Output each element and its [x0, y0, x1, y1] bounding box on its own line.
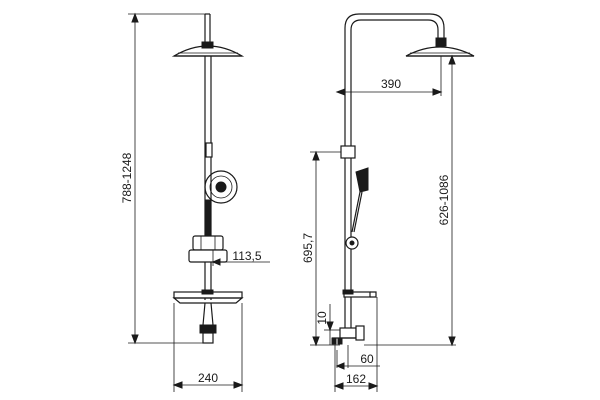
dim-head-height-label: 626-1086: [437, 174, 451, 225]
rain-shower-head-side: [405, 37, 475, 57]
hand-shower: [204, 170, 238, 237]
dim-head-reach-label: 390: [381, 77, 401, 91]
dim-base-width-label: 240: [198, 371, 218, 385]
slider-holder-side: [345, 236, 359, 250]
dim-holder-offset-label: 113,5: [232, 249, 261, 263]
rain-shower-head: [171, 41, 245, 57]
dim-overall-height-label: 788-1248: [120, 152, 134, 203]
side-view: [310, 13, 475, 392]
front-view: [128, 12, 270, 392]
curved-arm: [344, 13, 445, 150]
mixer-side: [331, 325, 365, 345]
mixer-inlet: [199, 302, 217, 344]
dim-depth-label: 162: [346, 372, 366, 386]
bottom-shelf: [172, 289, 244, 304]
slider-holder: [188, 235, 228, 263]
dim-handshower-height-label: 695,7: [301, 233, 315, 263]
dim-outlet-offset-label: 60: [360, 352, 374, 366]
dim-connector-height-label: 10: [315, 311, 329, 325]
bottom-shelf-side: [342, 289, 377, 298]
hand-shower-side: [351, 167, 369, 233]
